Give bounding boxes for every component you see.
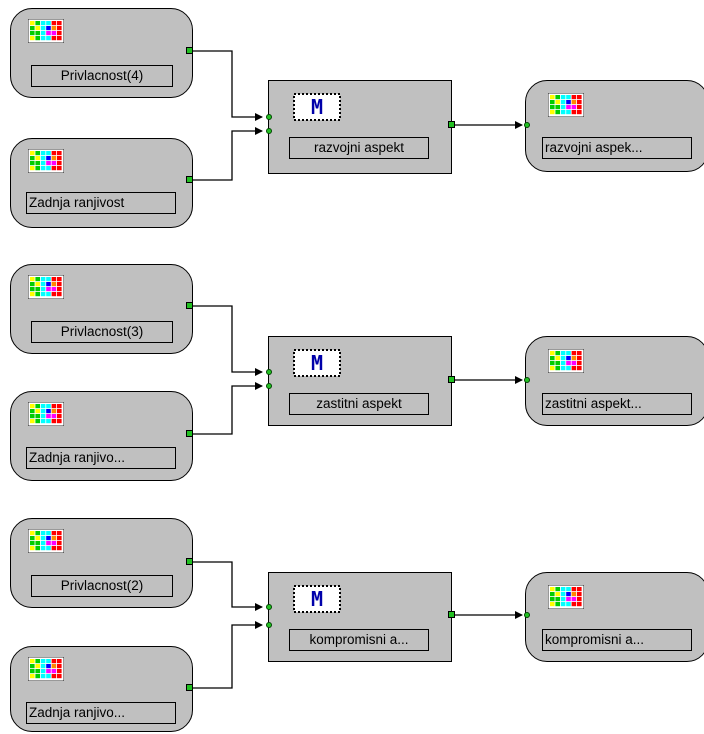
m-model-icon: M: [293, 93, 341, 121]
input-node[interactable]: Zadnja ranjivost: [10, 138, 193, 228]
output-port[interactable]: [448, 376, 455, 383]
wire-g1-in1: [190, 50, 263, 121]
m-model-icon: M: [293, 349, 341, 377]
color-grid-icon: [28, 657, 64, 681]
input-port[interactable]: [524, 612, 530, 618]
color-grid-icon: [28, 275, 64, 299]
node-label: zastitni aspekt...: [542, 393, 692, 415]
node-label: razvojni aspekt: [289, 137, 429, 159]
node-label: Zadnja ranjivo...: [26, 702, 176, 724]
output-port[interactable]: [186, 47, 193, 54]
node-label: Zadnja ranjivost: [26, 192, 176, 214]
svg-text:M: M: [311, 587, 323, 611]
input-port[interactable]: [266, 369, 272, 375]
output-node[interactable]: zastitni aspekt...: [525, 336, 704, 426]
input-port[interactable]: [266, 383, 272, 389]
model-node[interactable]: M razvojni aspekt: [268, 80, 452, 174]
input-node[interactable]: Privlacnost(3): [10, 264, 193, 354]
node-label: Privlacnost(3): [31, 321, 173, 343]
output-port[interactable]: [186, 176, 193, 183]
color-grid-icon: [28, 402, 64, 426]
node-label: kompromisni a...: [542, 629, 692, 651]
node-label: razvojni aspek...: [542, 137, 692, 159]
model-node[interactable]: M kompromisni a...: [268, 572, 452, 662]
output-port[interactable]: [186, 684, 193, 691]
wire-g2-in1: [190, 305, 263, 376]
svg-text:M: M: [311, 351, 323, 375]
wire-g3-in2: [190, 621, 263, 689]
wire-g2-in2: [190, 382, 263, 435]
node-label: kompromisni a...: [289, 629, 429, 651]
input-port[interactable]: [266, 604, 272, 610]
model-node[interactable]: M zastitni aspekt: [268, 336, 452, 426]
input-port[interactable]: [266, 622, 272, 628]
node-label: Zadnja ranjivo...: [26, 447, 176, 469]
svg-text:M: M: [311, 95, 323, 119]
input-port[interactable]: [524, 122, 530, 128]
wire-g1-in2: [190, 127, 263, 181]
input-node[interactable]: Zadnja ranjivo...: [10, 646, 193, 732]
input-port[interactable]: [266, 128, 272, 134]
input-node[interactable]: Zadnja ranjivo...: [10, 391, 193, 481]
color-grid-icon: [548, 93, 584, 117]
input-node[interactable]: Privlacnost(2): [10, 518, 193, 608]
output-port[interactable]: [448, 611, 455, 618]
input-node[interactable]: Privlacnost(4): [10, 8, 193, 98]
node-label: Privlacnost(2): [31, 575, 173, 597]
input-port[interactable]: [266, 114, 272, 120]
color-grid-icon: [548, 349, 584, 373]
output-node[interactable]: razvojni aspek...: [525, 80, 704, 172]
output-node[interactable]: kompromisni a...: [525, 572, 704, 662]
color-grid-icon: [548, 585, 584, 609]
node-label: Privlacnost(4): [31, 65, 173, 87]
output-port[interactable]: [186, 302, 193, 309]
node-label: zastitni aspekt: [289, 393, 429, 415]
color-grid-icon: [28, 149, 64, 173]
output-port[interactable]: [186, 430, 193, 437]
color-grid-icon: [28, 19, 64, 43]
input-port[interactable]: [524, 377, 530, 383]
output-port[interactable]: [448, 121, 455, 128]
m-model-icon: M: [293, 585, 341, 613]
wire-g3-in1: [190, 561, 263, 611]
color-grid-icon: [28, 529, 64, 553]
output-port[interactable]: [186, 558, 193, 565]
